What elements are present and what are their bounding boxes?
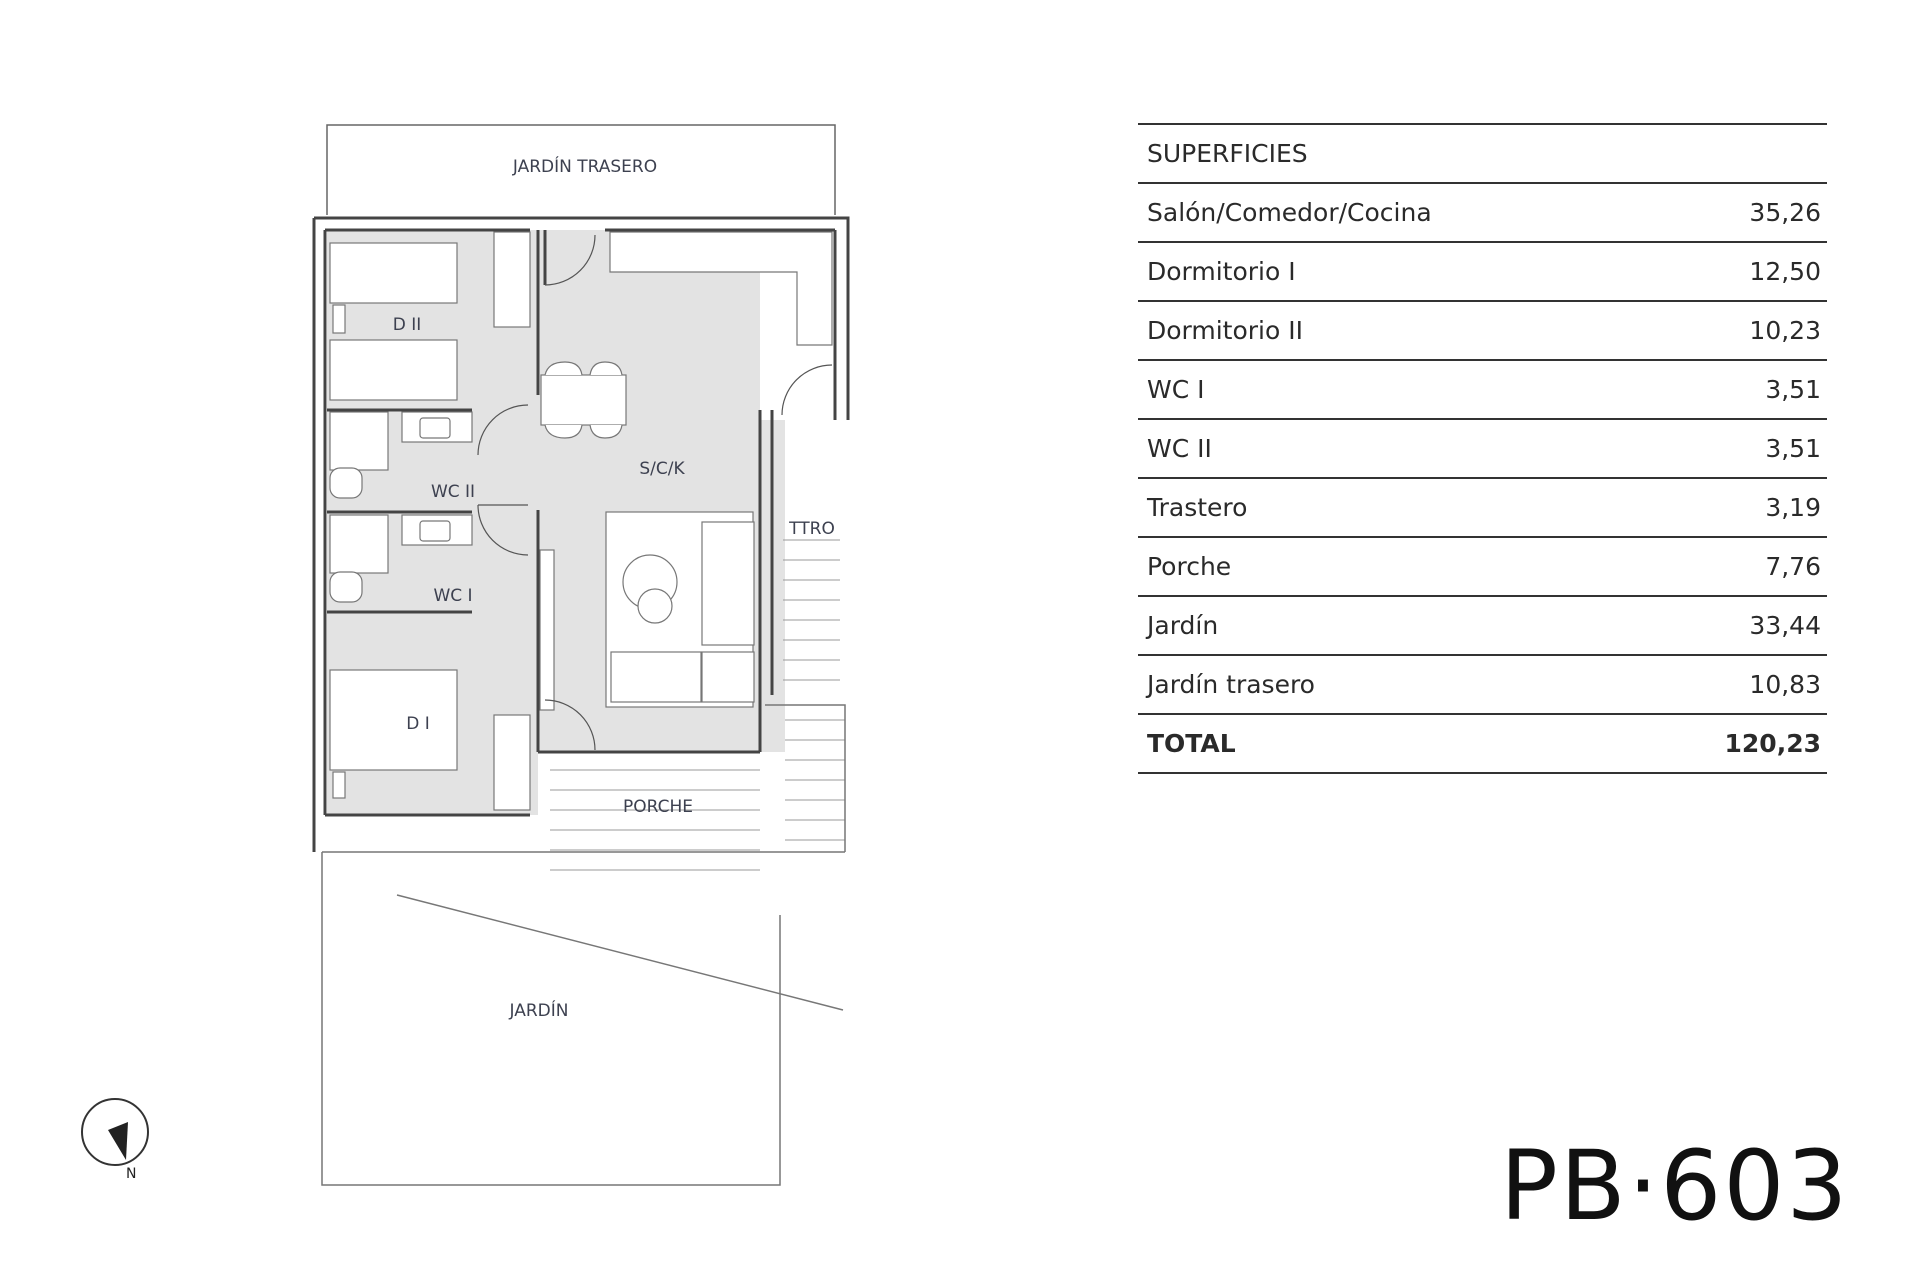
- row-value: 7,76: [1765, 552, 1821, 581]
- floor-plan: N JARDÍN TRASERO D II S/C/K WC II WC I T…: [81, 124, 850, 1186]
- compass-label: N: [126, 1166, 136, 1182]
- row-label: WC I: [1147, 375, 1205, 404]
- total-label: TOTAL: [1147, 729, 1236, 758]
- total-value: 120,23: [1724, 729, 1821, 758]
- table-row: Trastero 3,19: [1138, 479, 1827, 538]
- table-row: WC I 3,51: [1138, 361, 1827, 420]
- row-label: WC II: [1147, 434, 1212, 463]
- row-value: 10,23: [1749, 316, 1821, 345]
- row-value: 10,83: [1749, 670, 1821, 699]
- room-label-d1: D I: [406, 714, 430, 734]
- row-value: 3,51: [1765, 434, 1821, 463]
- table-row: Jardín trasero 10,83: [1138, 656, 1827, 715]
- row-label: Salón/Comedor/Cocina: [1147, 198, 1432, 227]
- row-label: Trastero: [1147, 493, 1248, 522]
- row-label: Porche: [1147, 552, 1232, 581]
- room-label-ttro: TTRO: [788, 519, 835, 539]
- table-row: Dormitorio I 12,50: [1138, 243, 1827, 302]
- table-row: WC II 3,51: [1138, 420, 1827, 479]
- row-value: 33,44: [1749, 611, 1821, 640]
- row-value: 3,19: [1765, 493, 1821, 522]
- room-label-wc2: WC II: [431, 482, 475, 502]
- room-label-d2: D II: [393, 315, 422, 335]
- row-value: 12,50: [1749, 257, 1821, 286]
- row-label: Dormitorio I: [1147, 257, 1296, 286]
- table-header: SUPERFICIES: [1138, 125, 1827, 184]
- room-label-jardin: JARDÍN: [509, 999, 569, 1021]
- table-row: Dormitorio II 10,23: [1138, 302, 1827, 361]
- room-label-sck: S/C/K: [639, 459, 685, 479]
- row-label: Jardín trasero: [1147, 670, 1315, 699]
- room-label-jardin-trasero: JARDÍN TRASERO: [512, 155, 657, 177]
- row-value: 3,51: [1765, 375, 1821, 404]
- north-compass-icon: N: [81, 1098, 149, 1182]
- table-row: Salón/Comedor/Cocina 35,26: [1138, 184, 1827, 243]
- table-row: Jardín 33,44: [1138, 597, 1827, 656]
- table-total-row: TOTAL 120,23: [1138, 715, 1827, 774]
- surface-table: SUPERFICIES Salón/Comedor/Cocina 35,26 D…: [1138, 123, 1827, 774]
- room-label-wc1: WC I: [433, 586, 472, 606]
- room-label-porche: PORCHE: [623, 797, 693, 817]
- row-label: Jardín: [1147, 611, 1219, 640]
- unit-code: PB·603: [1500, 1130, 1850, 1242]
- row-value: 35,26: [1749, 198, 1821, 227]
- row-label: Dormitorio II: [1147, 316, 1303, 345]
- table-row: Porche 7,76: [1138, 538, 1827, 597]
